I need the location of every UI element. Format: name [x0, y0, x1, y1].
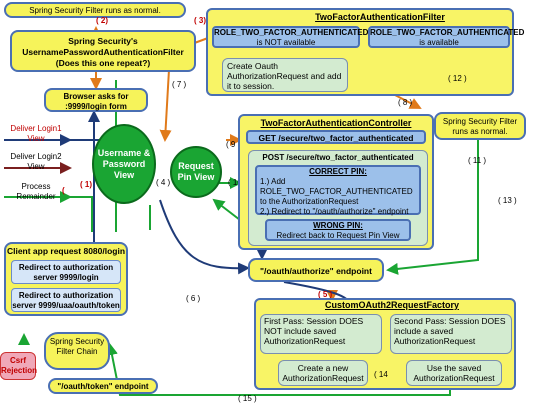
step-13-label: ( 13 ): [498, 196, 517, 205]
spring-filter-chain-text: Spring Security Filter Chain: [49, 337, 105, 356]
oauth-token-endpoint-box: "/oauth/token" endpoint: [48, 378, 158, 394]
client-app-title: Client app request 8080/login: [6, 246, 126, 256]
username-password-view-label: Username & Password View: [97, 147, 151, 180]
role-available-line2: is available: [419, 38, 459, 47]
step-1-label: ( 1): [80, 180, 92, 189]
spring-runs-right-box: Spring Security Filter runs as normal.: [434, 112, 526, 140]
spring-runs-top-text: Spring Security Filter runs as normal.: [29, 6, 161, 15]
request-factory-title: CustomOAuth2RequestFactory: [324, 300, 459, 310]
step-11-label: ( 11 ): [468, 156, 487, 165]
role-not-available-box: ROLE_TWO_FACTOR_AUTHENTICATED is NOT ava…: [212, 26, 369, 48]
username-password-filter-text: Spring Security's UsernamePasswordAuthen…: [22, 36, 184, 68]
correct-pin-title: CORRECT PIN:: [309, 167, 367, 176]
username-password-filter-box: Spring Security's UsernamePasswordAuthen…: [10, 30, 196, 72]
step-1-mark: (: [62, 186, 65, 195]
oauth-authorize-endpoint-text: "/oauth/authorize" endpoint: [260, 266, 372, 276]
legend-login2: Deliver Login2 View: [10, 152, 62, 171]
step-4-label: ( 4 ): [156, 178, 171, 187]
redirect-token-box: Redirect to authorization server 9999/ua…: [11, 288, 121, 312]
tfa-filter-box: TwoFactorAuthenticationFilter ROLE_TWO_F…: [206, 8, 525, 96]
request-factory-box: CustomOAuth2RequestFactory First Pass: S…: [254, 298, 516, 390]
tfa-controller-title: TwoFactorAuthenticationController: [260, 118, 412, 128]
step-6-label: ( 6 ): [186, 294, 201, 303]
spring-runs-top-box: Spring Security Filter runs as normal.: [4, 2, 186, 18]
step-3-label: ( 3): [194, 16, 206, 25]
tfa-filter-title: TwoFactorAuthenticationFilter: [315, 12, 445, 22]
use-saved-request-box: Use the saved AuthorizationRequest: [406, 360, 502, 386]
create-oauth-request-box: Create Oauth AuthorizationRequest and ad…: [222, 58, 348, 92]
step-5-label: ( 5 ): [318, 290, 333, 299]
spring-runs-right-text: Spring Security Filter runs as normal.: [442, 117, 518, 136]
redirect-login-box: Redirect to authorization server 9999/lo…: [11, 260, 121, 284]
browser-login-form-text: Browser asks for :9999/login form: [63, 92, 129, 111]
wrong-pin-title: WRONG PIN:: [313, 221, 363, 230]
first-pass-box: First Pass: Session DOES NOT include sav…: [260, 314, 382, 354]
correct-pin-step2: 2.) Redirect to "/oauth/authorize" endpo…: [260, 207, 409, 216]
step-15-label: ( 15 ): [238, 394, 257, 403]
oauth-authorize-endpoint-box: "/oauth/authorize" endpoint: [248, 258, 384, 282]
legend-process: Process Remainder: [16, 182, 56, 201]
wrong-pin-box: WRONG PIN: Redirect back to Request Pin …: [265, 219, 411, 241]
request-pin-view-label: Request Pin View: [177, 161, 215, 182]
post-endpoint-box: POST /secure/two_factor_authenticated CO…: [248, 150, 428, 246]
step-8-label: ( 8 ): [398, 98, 413, 107]
step-12-label: ( 12 ): [448, 74, 467, 83]
step-2-label: ( 2): [96, 16, 108, 25]
spring-filter-chain-box: Spring Security Filter Chain: [44, 332, 110, 370]
tfa-controller-box: TwoFactorAuthenticationController GET /s…: [238, 114, 434, 250]
correct-pin-step1: 1.) Add ROLE_TWO_FACTOR_AUTHENTICATED to…: [260, 177, 413, 206]
username-password-view[interactable]: Username & Password View: [92, 124, 156, 204]
second-pass-box: Second Pass: Session DOES include a save…: [390, 314, 512, 354]
legend-login1: Deliver Login1 View: [10, 124, 62, 143]
step-10-label: ( 10: [228, 178, 242, 187]
browser-login-form-box: Browser asks for :9999/login form: [44, 88, 148, 112]
role-not-available-line1: ROLE_TWO_FACTOR_AUTHENTICATED: [214, 28, 369, 37]
client-app-box: Client app request 8080/login Redirect t…: [4, 242, 128, 316]
create-new-request-box: Create a new AuthorizationRequest: [278, 360, 368, 386]
get-endpoint-box: GET /secure/two_factor_authenticated: [246, 130, 426, 144]
csrf-rejection-box: Csrf Rejection: [0, 352, 38, 380]
post-endpoint-title: POST /secure/two_factor_authenticated: [262, 153, 414, 162]
correct-pin-box: CORRECT PIN: 1.) Add ROLE_TWO_FACTOR_AUT…: [255, 165, 421, 216]
step-14-label: ( 14: [374, 370, 388, 379]
step-7-label: ( 7 ): [172, 80, 187, 89]
role-not-available-line2: is NOT available: [256, 38, 316, 47]
csrf-rejection-text: Csrf Rejection: [1, 356, 38, 375]
request-pin-view[interactable]: Request Pin View: [170, 146, 222, 198]
step-9-label: ( 9: [226, 140, 236, 149]
role-available-box: ROLE_TWO_FACTOR_AUTHENTICATED is availab…: [368, 26, 525, 48]
wrong-pin-text: Redirect back to Request Pin View: [276, 231, 400, 240]
oauth-token-endpoint-text: "/oauth/token" endpoint: [57, 382, 149, 391]
role-available-line1: ROLE_TWO_FACTOR_AUTHENTICATED: [370, 28, 525, 37]
